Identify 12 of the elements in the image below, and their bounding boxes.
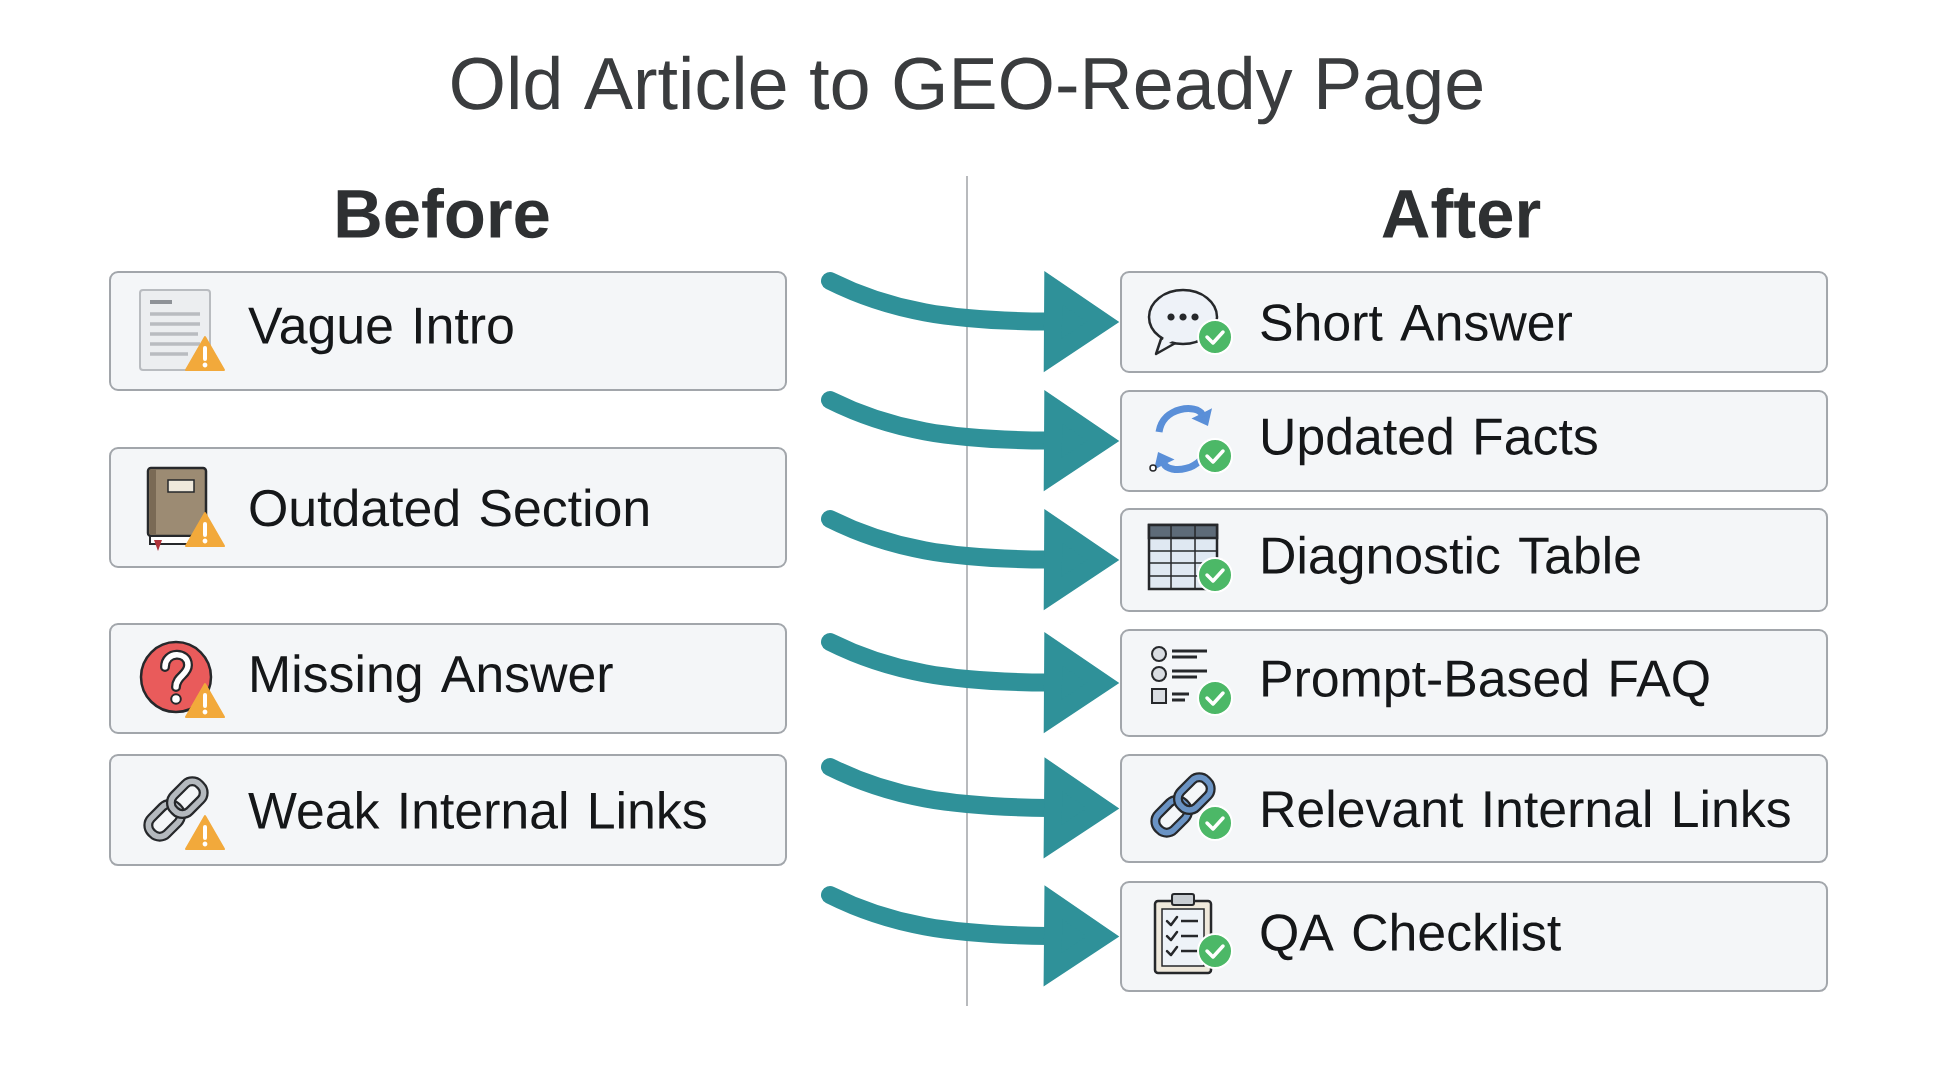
item-box: Outdated Section — [109, 447, 787, 568]
item-box: Vague Intro — [109, 271, 787, 391]
column-heading: After — [1382, 187, 1541, 239]
item-box: Short Answer — [1120, 271, 1829, 373]
item-box: Weak Internal Links — [109, 754, 787, 866]
item-box: QA Checklist — [1120, 881, 1829, 992]
item-box: Prompt-Based FAQ — [1120, 629, 1829, 737]
item-box: Diagnostic Table — [1120, 508, 1829, 612]
item-box: Missing Answer — [109, 623, 787, 734]
item-box: Relevant Internal Links — [1120, 754, 1829, 863]
item-box: Updated Facts — [1120, 390, 1829, 492]
title: Old Article to GEO-Ready Page — [452, 55, 1482, 125]
